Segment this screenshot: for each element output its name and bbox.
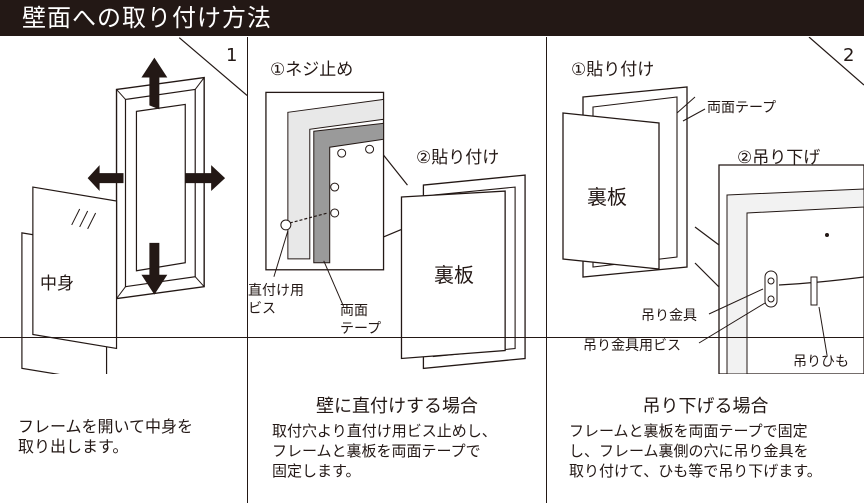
bracket-screw-label: 吊り金具用ビス [583,338,681,354]
step-paste-label: ②貼り付け [416,148,500,168]
section-divider [0,337,864,338]
panel-hanging: 2 ①貼り付け ②吊り下げ 両面テープ 裏板 吊り金具 吊り金具用ビス 吊りひも… [547,37,864,503]
back-board-label: 裏板 [587,185,627,209]
caption-title: 吊り下げる場合 [642,396,769,417]
panel-direct-mount: ①ネジ止め ②貼り付け 直付け用 ビス 両面 テープ 裏板 壁に直付けする場合 … [248,37,547,503]
step-number: 1 [226,45,238,66]
string-label: 吊りひも [793,354,849,370]
page-title: 壁面への取り付け方法 [22,4,272,32]
caption-text: フレームを開いて中身を 取り出します。 [18,417,194,456]
caption-title: 壁に直付けする場合 [316,396,478,417]
contents-label: 中身 [40,274,74,294]
header-bar: 壁面への取り付け方法 [0,0,864,36]
frame-open-illustration [21,37,247,374]
bracket-label: 吊り金具 [641,308,697,324]
caption-text: 取付穴より直付け用ビス止めし、 フレームと裏板を両面テープで 固定します。 [272,422,497,480]
step-paste-label: ①貼り付け [571,60,655,80]
tape-label: 両面テープ [707,100,777,116]
screw-label: 直付け用 ビス [248,283,304,317]
panel-open-frame: 1 中身 フレームを開いて中身を 取り出します。 [0,37,248,503]
hanging-illustration [562,37,864,374]
tape-label: 両面 テープ [340,303,382,337]
step-screw-label: ①ネジ止め [270,60,354,80]
step-number: 2 [843,45,855,66]
step-hang-label: ②吊り下げ [737,148,821,168]
direct-mount-illustration [265,91,526,370]
back-board-label: 裏板 [434,263,474,287]
caption-text: フレームと裏板を両面テープで固定 し、フレーム裏側の穴に吊り金具を 取り付けて、… [569,422,822,480]
